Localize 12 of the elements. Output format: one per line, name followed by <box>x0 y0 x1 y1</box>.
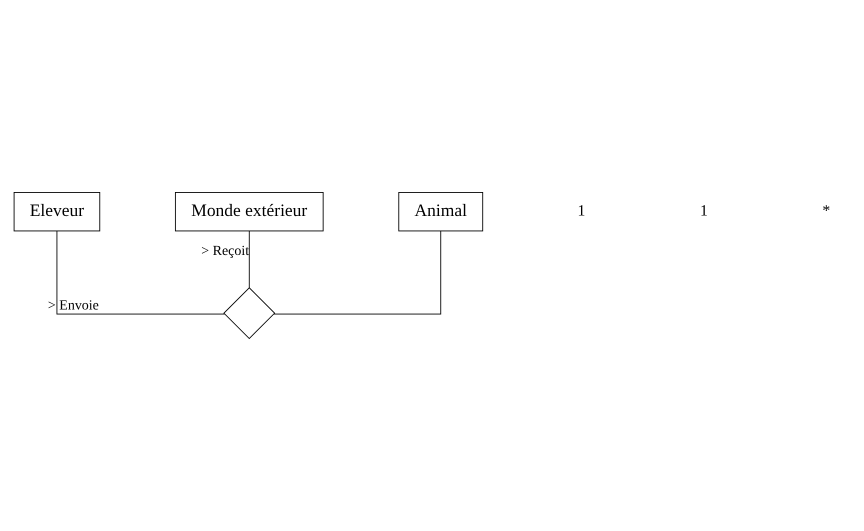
connector <box>273 230 442 314</box>
label: 1 <box>700 202 708 220</box>
node-diamond <box>223 287 276 340</box>
edge-label: > Envoie <box>48 298 99 314</box>
node-box: Eleveur <box>14 192 100 232</box>
connector <box>248 230 250 288</box>
node-box: Animal <box>398 192 484 232</box>
label: * <box>822 202 830 220</box>
connector <box>56 230 225 314</box>
node-box: Monde extérieur <box>174 192 324 232</box>
label: 1 <box>578 202 586 220</box>
edge-label: > Reçoit <box>201 244 250 259</box>
